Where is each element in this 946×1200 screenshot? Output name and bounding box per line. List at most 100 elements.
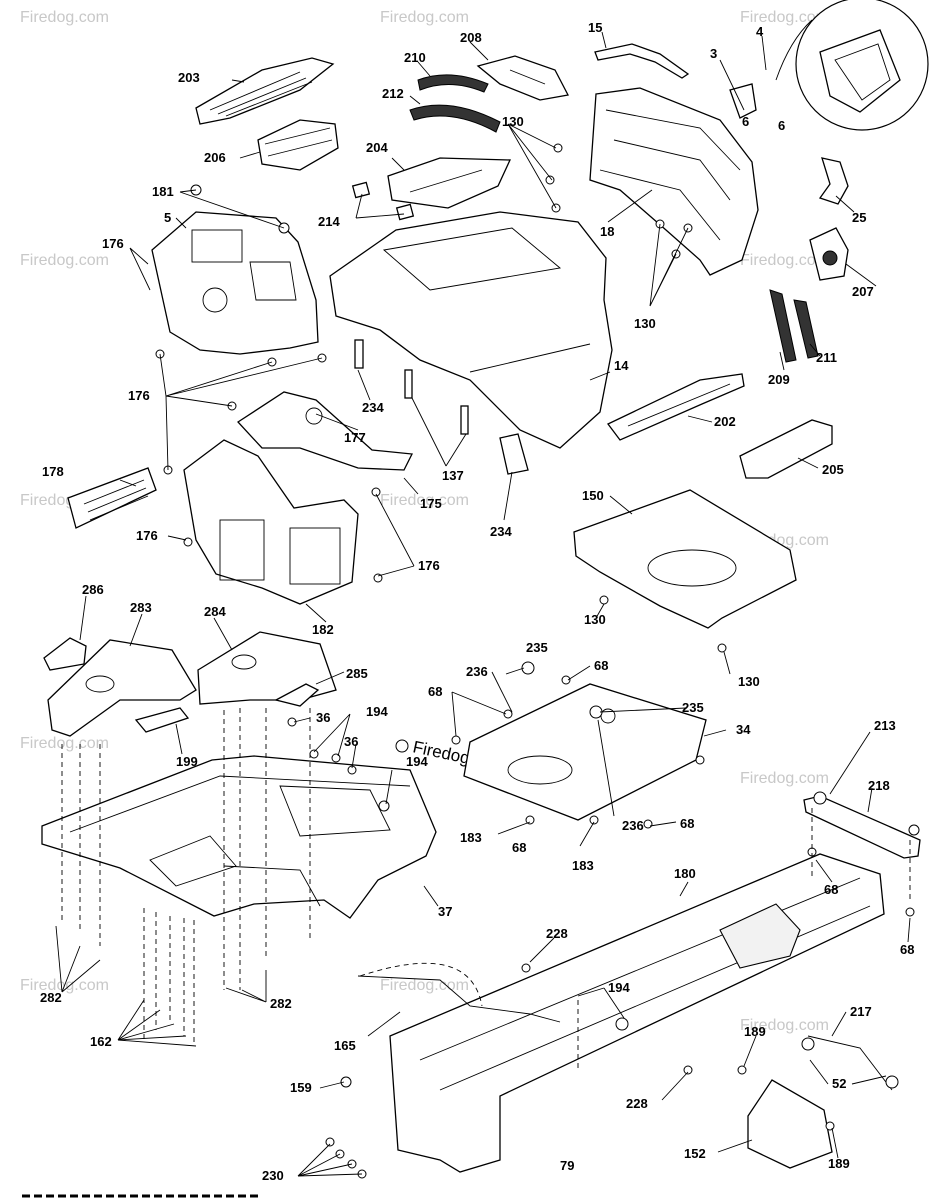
callout-235: 235: [526, 640, 548, 655]
part-217-rod: [801, 1035, 899, 1091]
part-202-lower-grille: [607, 373, 745, 441]
callout-4: 4: [756, 24, 764, 39]
callout-165: 165: [334, 1038, 356, 1053]
callout-68: 68: [512, 840, 526, 855]
part-150-support-plate: [573, 489, 797, 629]
callout-labels: 203 208 15 4 3 210 212 130 6 6 206 204 1…: [40, 20, 914, 1183]
watermark-text: Firedog.com: [380, 9, 469, 26]
callout-208: 208: [460, 30, 482, 45]
callout-203: 203: [178, 70, 200, 85]
part-208-lens: [476, 55, 569, 101]
part-18-front-nose: [589, 87, 759, 276]
callout-130: 130: [502, 114, 524, 129]
callout-194: 194: [608, 980, 630, 995]
callout-189: 189: [744, 1024, 766, 1039]
part-218-bracket: [803, 795, 921, 859]
callout-228: 228: [626, 1096, 648, 1111]
callout-5: 5: [164, 210, 171, 225]
part-165-rod: [357, 962, 561, 1023]
callout-36: 36: [316, 710, 330, 725]
callout-183: 183: [460, 830, 482, 845]
callout-130: 130: [584, 612, 606, 627]
callout-178: 178: [42, 464, 64, 479]
watermark-text: Firedog.com: [20, 9, 109, 26]
callout-68: 68: [594, 658, 608, 673]
part-175-177-bracket: [237, 391, 414, 471]
part-214-clips: [351, 181, 415, 221]
callout-213: 213: [874, 718, 896, 733]
callout-234: 234: [362, 400, 384, 415]
part-37-footrest: [41, 755, 437, 919]
callout-36: 36: [344, 734, 358, 749]
callout-210: 210: [404, 50, 426, 65]
callout-212: 212: [382, 86, 404, 101]
callout-194: 194: [406, 754, 428, 769]
copyright-icon: [395, 739, 409, 753]
callout-176: 176: [102, 236, 124, 251]
watermark-text: Firedog.com: [740, 252, 829, 269]
watermark-text: Firedog.com: [740, 9, 829, 26]
callout-159: 159: [290, 1080, 312, 1095]
callout-176: 176: [128, 388, 150, 403]
hardware-group: [155, 143, 920, 1179]
part-207-headlight: [809, 227, 849, 281]
callout-177: 177: [344, 430, 366, 445]
part-5-dash-console: [151, 211, 319, 355]
callout-206: 206: [204, 150, 226, 165]
callout-181: 181: [152, 184, 174, 199]
callout-207: 207: [852, 284, 874, 299]
callout-52: 52: [832, 1076, 846, 1091]
part-25-bracket: [818, 157, 849, 205]
callout-79: 79: [560, 1158, 574, 1173]
callout-236: 236: [466, 664, 488, 679]
callout-162: 162: [90, 1034, 112, 1049]
callout-176: 176: [136, 528, 158, 543]
part-205-skid: [739, 419, 833, 479]
callout-176: 176: [418, 558, 440, 573]
part-209-211-side-grilles: [769, 289, 819, 363]
callout-194: 194: [366, 704, 388, 719]
callout-137: 137: [442, 468, 464, 483]
part-180-frame: [389, 853, 885, 1173]
part-152-cover: [747, 1079, 833, 1169]
callout-68: 68: [824, 882, 838, 897]
callout-25: 25: [852, 210, 866, 225]
callout-228: 228: [546, 926, 568, 941]
callout-68: 68: [680, 816, 694, 831]
callout-15: 15: [588, 20, 602, 35]
callout-130: 130: [738, 674, 760, 689]
callout-211: 211: [816, 350, 837, 365]
part-182-dash-frame: [183, 439, 359, 605]
part-34-mount-plate: [463, 683, 707, 821]
callout-68: 68: [900, 942, 914, 957]
assembly-lines: [61, 708, 911, 1070]
callout-14: 14: [614, 358, 629, 373]
callout-217: 217: [850, 1004, 872, 1019]
callout-182: 182: [312, 622, 334, 637]
callout-37: 37: [438, 904, 452, 919]
callout-204: 204: [366, 140, 388, 155]
callout-6: 6: [778, 118, 785, 133]
callout-282: 282: [270, 996, 292, 1011]
callout-130: 130: [634, 316, 656, 331]
callout-230: 230: [262, 1168, 284, 1183]
part-15-trim: [594, 43, 690, 79]
watermark-text: Firedog.com: [380, 977, 469, 994]
callout-234: 234: [490, 524, 512, 539]
callout-284: 284: [204, 604, 226, 619]
callout-286: 286: [82, 582, 104, 597]
part-234-137-strips: [354, 339, 529, 475]
detail-inset: [775, 0, 929, 131]
part-203-top-grille: [195, 57, 335, 125]
callout-282: 282: [40, 990, 62, 1005]
callout-180: 180: [674, 866, 696, 881]
callout-285: 285: [346, 666, 368, 681]
callout-202: 202: [714, 414, 736, 429]
callout-218: 218: [868, 778, 890, 793]
callout-209: 209: [768, 372, 790, 387]
callout-175: 175: [420, 496, 442, 511]
watermark-text: Firedog.com: [380, 492, 469, 509]
callout-235: 235: [682, 700, 704, 715]
part-206-bracket: [257, 119, 339, 171]
